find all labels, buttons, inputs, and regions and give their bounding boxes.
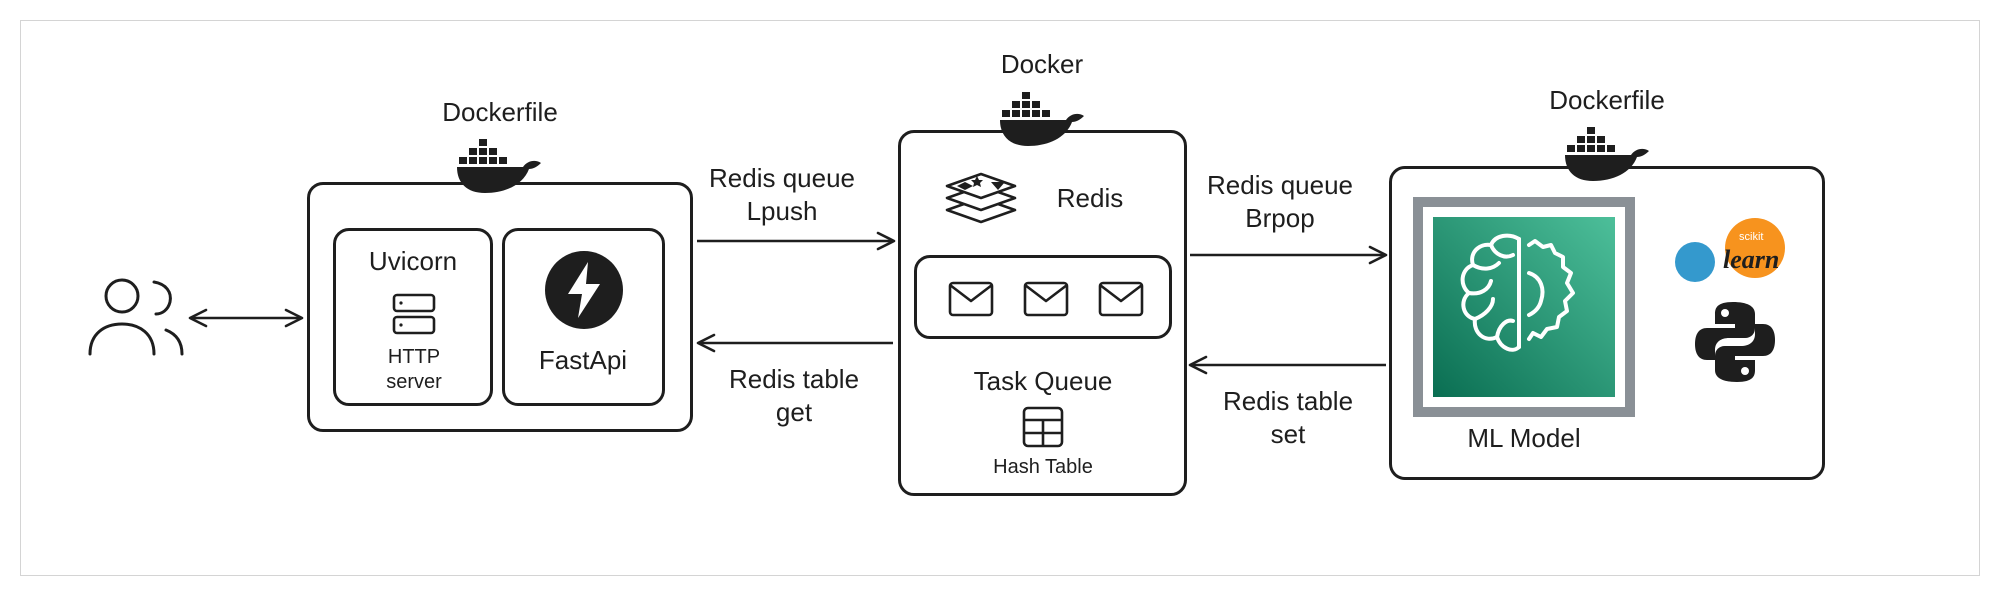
users-icon xyxy=(88,278,184,356)
uvicorn-card xyxy=(333,228,493,406)
task-queue-label: Task Queue xyxy=(973,366,1113,396)
brain-gear-icon xyxy=(1413,197,1635,417)
set-label: Redis table set xyxy=(1222,386,1354,449)
python-logo xyxy=(1695,302,1775,382)
server-icon xyxy=(392,293,436,335)
envelope-icon xyxy=(1098,281,1144,317)
docker-whale-icon xyxy=(1565,127,1649,181)
api-container xyxy=(307,182,693,432)
message-queue xyxy=(914,255,1172,339)
redis-container-label: Docker xyxy=(1000,49,1084,79)
table-grid-icon xyxy=(1022,406,1064,448)
envelope-icon xyxy=(1023,281,1069,317)
ml-container xyxy=(1389,166,1825,480)
scikit-learn-logo: scikit learn xyxy=(1675,218,1785,282)
fastapi-card xyxy=(502,228,665,406)
redis-stack-icon xyxy=(945,172,1017,224)
ml-container-label: Dockerfile xyxy=(1549,85,1665,115)
fastapi-label: FastApi xyxy=(538,345,628,375)
diagram-frame xyxy=(20,20,1980,576)
docker-whale-icon xyxy=(1000,92,1084,146)
lightning-bolt-icon xyxy=(545,251,623,329)
redis-label: Redis xyxy=(1056,183,1124,213)
scikit-learn-text: learn xyxy=(1723,245,1779,274)
http-server-label: HTTP server xyxy=(386,346,442,393)
scikit-small-text: scikit xyxy=(1739,231,1763,243)
redis-container xyxy=(898,130,1187,496)
envelope-icon xyxy=(948,281,994,317)
hash-table-label: Hash Table xyxy=(993,456,1093,478)
ml-model-label: ML Model xyxy=(1467,423,1581,453)
api-container-label: Dockerfile xyxy=(442,97,558,127)
get-label: Redis table get xyxy=(728,364,860,427)
lpush-label: Redis queue Lpush xyxy=(709,163,855,226)
uvicorn-label: Uvicorn xyxy=(368,246,458,276)
brpop-label: Redis queue Brpop xyxy=(1207,170,1353,233)
